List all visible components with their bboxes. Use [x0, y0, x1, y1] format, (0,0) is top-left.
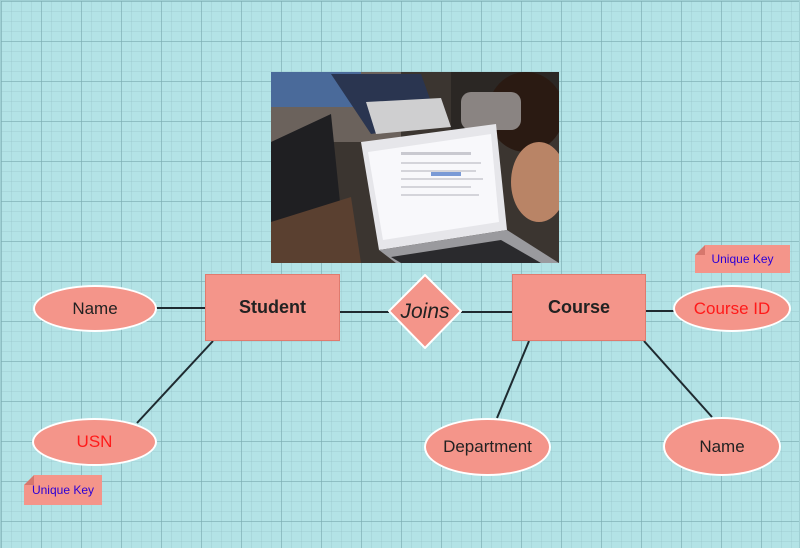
note-usn-unique-key[interactable]: Unique Key: [24, 475, 102, 505]
connector-course-name: [644, 341, 712, 417]
note-course-unique-key[interactable]: Unique Key: [695, 245, 790, 273]
attribute-course-name[interactable]: Name: [663, 417, 781, 476]
connector-usn-student: [137, 341, 213, 423]
attribute-student-name[interactable]: Name: [33, 285, 157, 332]
relationship-label: Joins: [388, 274, 462, 349]
note-label: Unique Key: [32, 483, 94, 497]
entity-student[interactable]: Student: [205, 274, 340, 341]
connector-course-department: [497, 341, 529, 418]
bottom-strip: [0, 548, 800, 555]
relationship-joins[interactable]: Joins: [388, 274, 462, 349]
attribute-course-id[interactable]: Course ID: [673, 285, 791, 332]
entity-course[interactable]: Course: [512, 274, 646, 341]
attribute-department[interactable]: Department: [424, 418, 551, 476]
students-laptops-photo: [271, 72, 559, 263]
attribute-usn[interactable]: USN: [32, 418, 157, 466]
note-label: Unique Key: [711, 252, 773, 266]
